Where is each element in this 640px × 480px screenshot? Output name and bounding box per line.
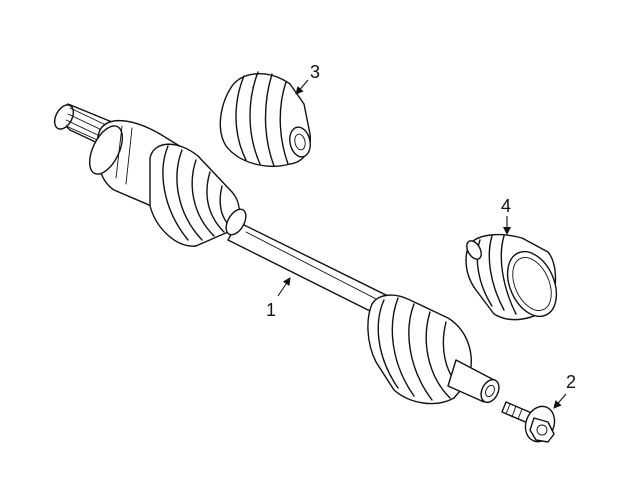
callout-3: 3 (295, 62, 320, 95)
callout-label-1: 1 (266, 300, 276, 320)
callout-label-3: 3 (310, 62, 320, 82)
inner-cv-boot (219, 71, 311, 167)
callout-label-2: 2 (566, 372, 576, 392)
assembly-inner-boot (149, 143, 247, 247)
hub-bolt (501, 401, 556, 443)
callout-label-4: 4 (501, 196, 511, 216)
outer-cv-boot (465, 233, 558, 321)
axle-shaft (227, 221, 389, 315)
callout-2: 2 (553, 372, 576, 409)
outer-stub-shaft (447, 359, 500, 404)
axle-shaft-assembly (53, 103, 500, 405)
callout-1: 1 (266, 277, 291, 320)
callout-4: 4 (501, 196, 511, 235)
assembly-outer-boot (367, 294, 472, 405)
